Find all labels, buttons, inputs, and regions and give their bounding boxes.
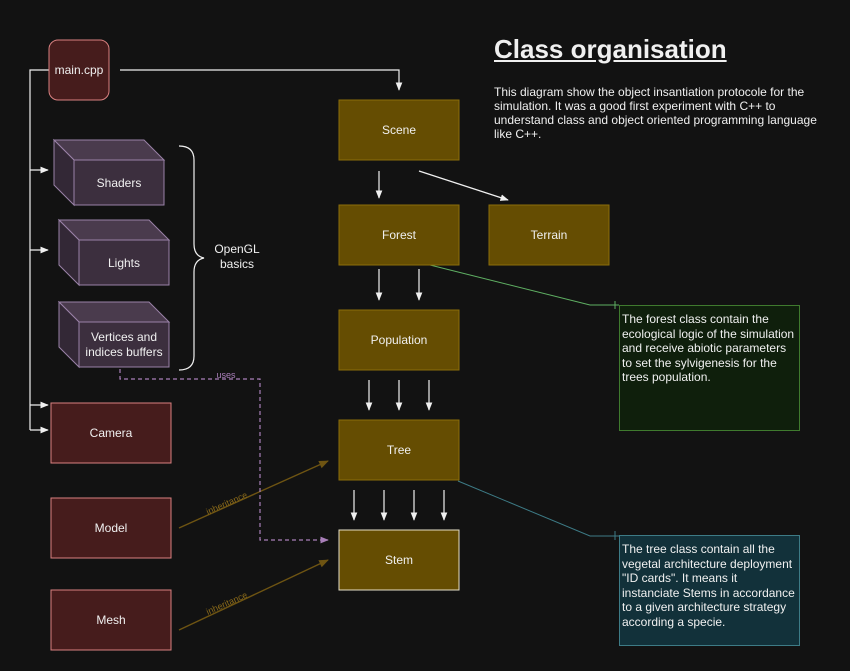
vertices-label-line2: indices buffers xyxy=(85,345,162,359)
tree-label: Tree xyxy=(387,443,412,457)
camera-node[interactable]: Camera xyxy=(50,402,172,464)
model-node[interactable]: Model xyxy=(50,497,172,559)
diagram-title: Class organisation xyxy=(494,34,727,64)
diagram-description: This diagram show the object insantiatio… xyxy=(494,85,817,141)
stem-node[interactable]: Stem xyxy=(338,529,460,591)
tree-to-stem-arrows xyxy=(350,490,448,521)
mesh-inheritance-label: inheritance xyxy=(205,590,249,617)
main-cpp-node[interactable]: main.cpp xyxy=(48,39,110,101)
camera-label: Camera xyxy=(90,426,133,440)
forest-note-connector xyxy=(429,264,619,306)
uses-edge-label: uses xyxy=(216,370,236,380)
main-cpp-label: main.cpp xyxy=(55,63,104,77)
stem-label: Stem xyxy=(385,553,413,567)
model-inheritance-label: inheritance xyxy=(205,490,249,517)
uses-arrow xyxy=(119,369,329,544)
vertices-label-line1: Vertices and xyxy=(91,330,157,344)
forest-node[interactable]: Forest xyxy=(338,204,460,266)
terrain-node[interactable]: Terrain xyxy=(488,204,610,266)
population-label: Population xyxy=(371,333,428,347)
scene-children-arrows xyxy=(375,170,509,201)
vertices-buffers-node[interactable]: Vertices and indices buffers xyxy=(57,300,171,369)
forest-note: The forest class contain the ecological … xyxy=(619,305,800,431)
tree-node[interactable]: Tree xyxy=(338,419,460,481)
population-to-tree-arrows xyxy=(365,380,433,411)
main-to-scene-arrow xyxy=(120,69,403,91)
scene-label: Scene xyxy=(382,123,416,137)
forest-to-population-arrows xyxy=(375,269,423,301)
shaders-label: Shaders xyxy=(97,176,142,190)
opengl-brace xyxy=(178,145,205,371)
opengl-label-line2: basics xyxy=(220,257,254,271)
mesh-inheritance-arrow xyxy=(178,559,329,631)
opengl-label-line1: OpenGL xyxy=(214,242,260,256)
population-node[interactable]: Population xyxy=(338,309,460,371)
lights-node[interactable]: Lights xyxy=(57,218,171,287)
model-inheritance-arrow xyxy=(178,460,329,529)
shaders-node[interactable]: Shaders xyxy=(52,138,166,207)
lights-label: Lights xyxy=(108,256,140,270)
tree-note: The tree class contain all the vegetal a… xyxy=(619,535,800,646)
terrain-label: Terrain xyxy=(531,228,568,242)
mesh-node[interactable]: Mesh xyxy=(50,589,172,651)
forest-label: Forest xyxy=(382,228,417,242)
main-dispatch-connector xyxy=(29,69,49,434)
scene-node[interactable]: Scene xyxy=(338,99,460,161)
tree-note-connector xyxy=(457,480,619,537)
model-label: Model xyxy=(95,521,128,535)
mesh-label: Mesh xyxy=(96,613,125,627)
